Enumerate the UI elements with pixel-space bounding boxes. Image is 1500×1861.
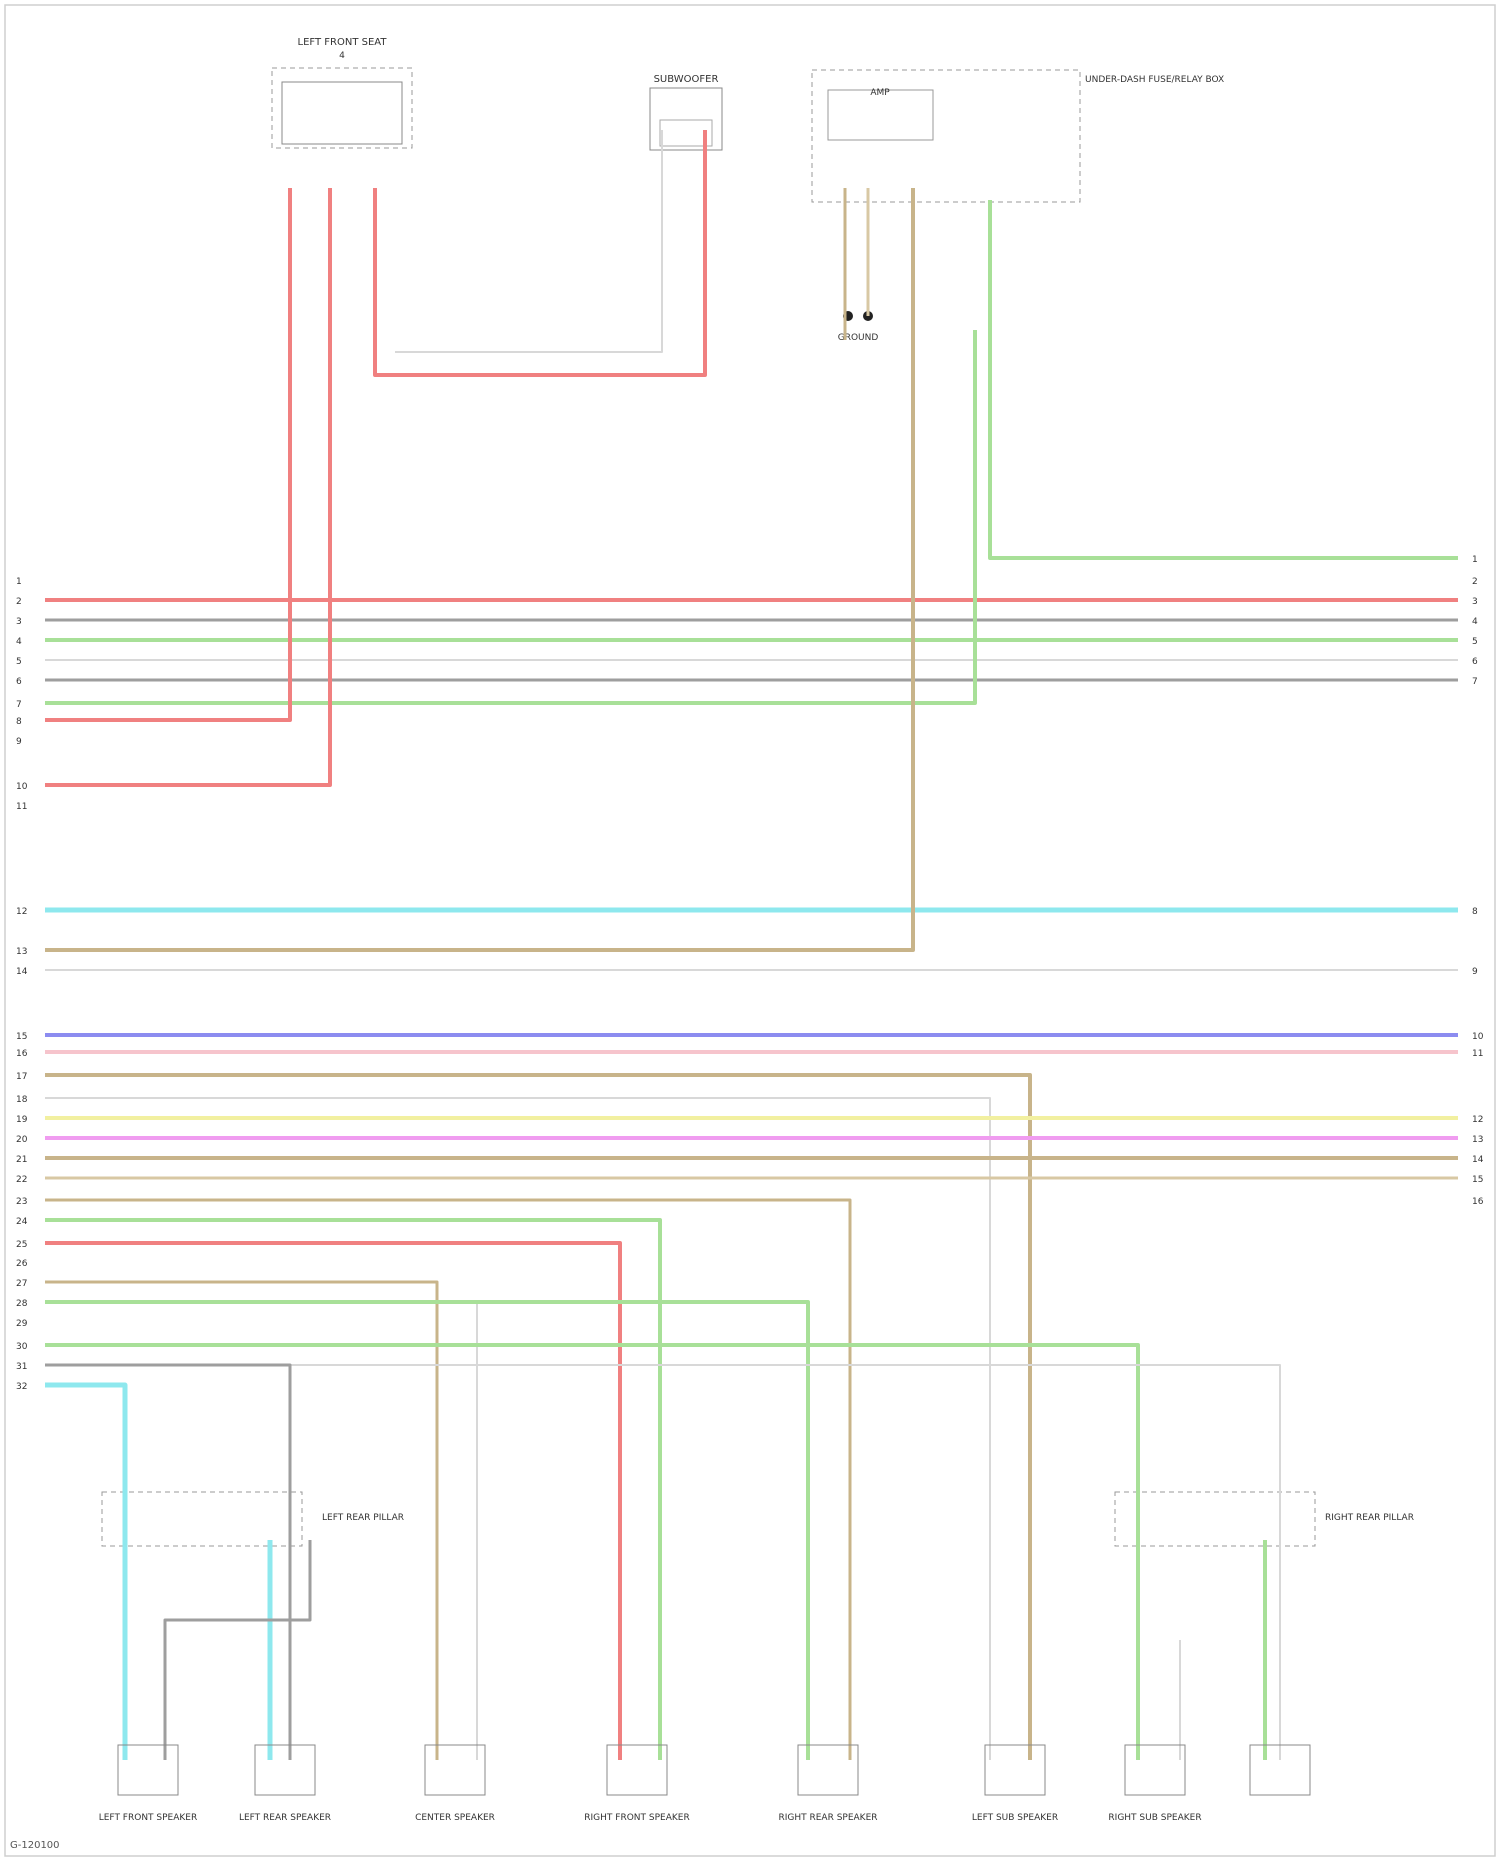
right-pin-label: 10 [1472, 1032, 1484, 1042]
left-pin-label: 8 [16, 717, 22, 727]
wire-lightgray-sub [395, 130, 662, 352]
right-pin-label: 6 [1472, 657, 1478, 667]
left-pin-label: 11 [16, 802, 27, 812]
wire-lightgray-19 [45, 1098, 990, 1760]
wire-lightgray-31 [45, 1365, 1280, 1760]
left-pin-label: 13 [16, 947, 27, 957]
right-sub-speaker: RIGHT SUB SPEAKER [1108, 1745, 1201, 1823]
left-pin-label: 26 [16, 1259, 28, 1269]
left-pin-label: 16 [16, 1049, 28, 1059]
wire-red-10 [45, 188, 330, 785]
svg-text:4: 4 [339, 51, 345, 61]
left-pin-label: 22 [16, 1175, 27, 1185]
right-pin-label: 13 [1472, 1135, 1483, 1145]
left-pin-label: 10 [16, 782, 28, 792]
wire-green-1 [990, 200, 1458, 558]
left-pin-label: 1 [16, 577, 22, 587]
svg-text:CENTER SPEAKER: CENTER SPEAKER [415, 1813, 495, 1823]
left-pin-label: 32 [16, 1382, 27, 1392]
left-pin-label: 18 [16, 1095, 28, 1105]
left-pin-label: 25 [16, 1240, 27, 1250]
left-pin-label: 3 [16, 617, 22, 627]
wire-gray-lf [165, 1540, 310, 1760]
left-junction-label: LEFT REAR PILLAR [322, 1513, 404, 1523]
left-seat-label: LEFT FRONT SEAT [298, 37, 388, 48]
left-pin-label: 19 [16, 1115, 28, 1125]
left-pin-label: 2 [16, 597, 22, 607]
right-pin-label: 1 [1472, 555, 1478, 565]
wire-gray-32 [45, 1365, 290, 1760]
left-pin-label: 5 [16, 657, 22, 667]
left-pin-label: 28 [16, 1299, 28, 1309]
svg-text:RIGHT SUB SPEAKER: RIGHT SUB SPEAKER [1108, 1813, 1201, 1823]
left-pin-label: 24 [16, 1217, 28, 1227]
subwoofer-component: SUBWOOFER [650, 74, 722, 150]
left-pin-label: 23 [16, 1197, 27, 1207]
amp-box-note: UNDER-DASH FUSE/RELAY BOX [1085, 75, 1224, 85]
svg-text:RIGHT REAR SPEAKER: RIGHT REAR SPEAKER [778, 1813, 877, 1823]
right-pin-label: 3 [1472, 597, 1478, 607]
wire-lightgray-28 [45, 1302, 477, 1760]
left-pin-label: 30 [16, 1342, 28, 1352]
right-pin-label: 15 [1472, 1175, 1483, 1185]
left-pin-label: 12 [16, 907, 27, 917]
left-sub-speaker: LEFT SUB SPEAKER [972, 1745, 1058, 1823]
left-pin-label: 7 [16, 700, 22, 710]
svg-text:LEFT REAR SPEAKER: LEFT REAR SPEAKER [239, 1813, 331, 1823]
svg-text:RIGHT FRONT SPEAKER: RIGHT FRONT SPEAKER [584, 1813, 689, 1823]
wire-red-26 [45, 1243, 620, 1760]
diagram-footer: G-120100 [10, 1840, 60, 1851]
left-pin-label: 14 [16, 967, 28, 977]
wire-red-sub [375, 130, 705, 375]
right-junction-label: RIGHT REAR PILLAR [1325, 1513, 1414, 1523]
left-front-speaker: LEFT FRONT SPEAKER [99, 1745, 198, 1823]
right-rear-speaker: RIGHT REAR SPEAKER [778, 1745, 877, 1823]
left-junction: LEFT REAR PILLAR [102, 1492, 404, 1546]
right-junction: RIGHT REAR PILLAR [1115, 1492, 1414, 1546]
right-pin-label: 4 [1472, 617, 1478, 627]
svg-text:LEFT FRONT SPEAKER: LEFT FRONT SPEAKER [99, 1813, 198, 1823]
wire-green-29 [45, 1302, 808, 1760]
right-pin-label: 9 [1472, 967, 1478, 977]
center-speaker: CENTER SPEAKER [415, 1745, 495, 1823]
left-seat-connector: LEFT FRONT SEAT 4 [272, 37, 412, 148]
left-pin-label: 9 [16, 737, 22, 747]
left-pin-label: 31 [16, 1362, 27, 1372]
right-pin-label: 12 [1472, 1115, 1483, 1125]
amp-label: AMP [870, 88, 890, 98]
left-pin-label: 21 [16, 1155, 27, 1165]
wire-green-7 [45, 330, 975, 703]
right-pin-label: 14 [1472, 1155, 1484, 1165]
subwoofer-label: SUBWOOFER [654, 74, 719, 85]
left-pin-label: 4 [16, 637, 22, 647]
left-pin-label: 15 [16, 1032, 27, 1042]
left-rear-speaker: LEFT REAR SPEAKER [239, 1745, 331, 1823]
right-pin-label: 16 [1472, 1197, 1484, 1207]
svg-text:LEFT SUB SPEAKER: LEFT SUB SPEAKER [972, 1813, 1058, 1823]
right-pin-label: 8 [1472, 907, 1478, 917]
left-pin-label: 6 [16, 677, 22, 687]
left-pin-label: 17 [16, 1072, 27, 1082]
left-pin-label: 29 [16, 1319, 28, 1329]
wire-green-30 [45, 1345, 1138, 1760]
right-pin-label: 7 [1472, 677, 1478, 687]
right-pin-label: 2 [1472, 577, 1478, 587]
page-border [5, 5, 1495, 1856]
wire-cyan-lf [45, 1385, 125, 1760]
right-pin-label: 11 [1472, 1049, 1483, 1059]
right-front-speaker: RIGHT FRONT SPEAKER [584, 1745, 689, 1823]
amp-box: AMP UNDER-DASH FUSE/RELAY BOX [812, 70, 1224, 202]
right-pin-label: 5 [1472, 637, 1478, 647]
wire-tan-13 [45, 188, 913, 950]
left-pin-label: 27 [16, 1279, 27, 1289]
left-pin-label: 20 [16, 1135, 28, 1145]
